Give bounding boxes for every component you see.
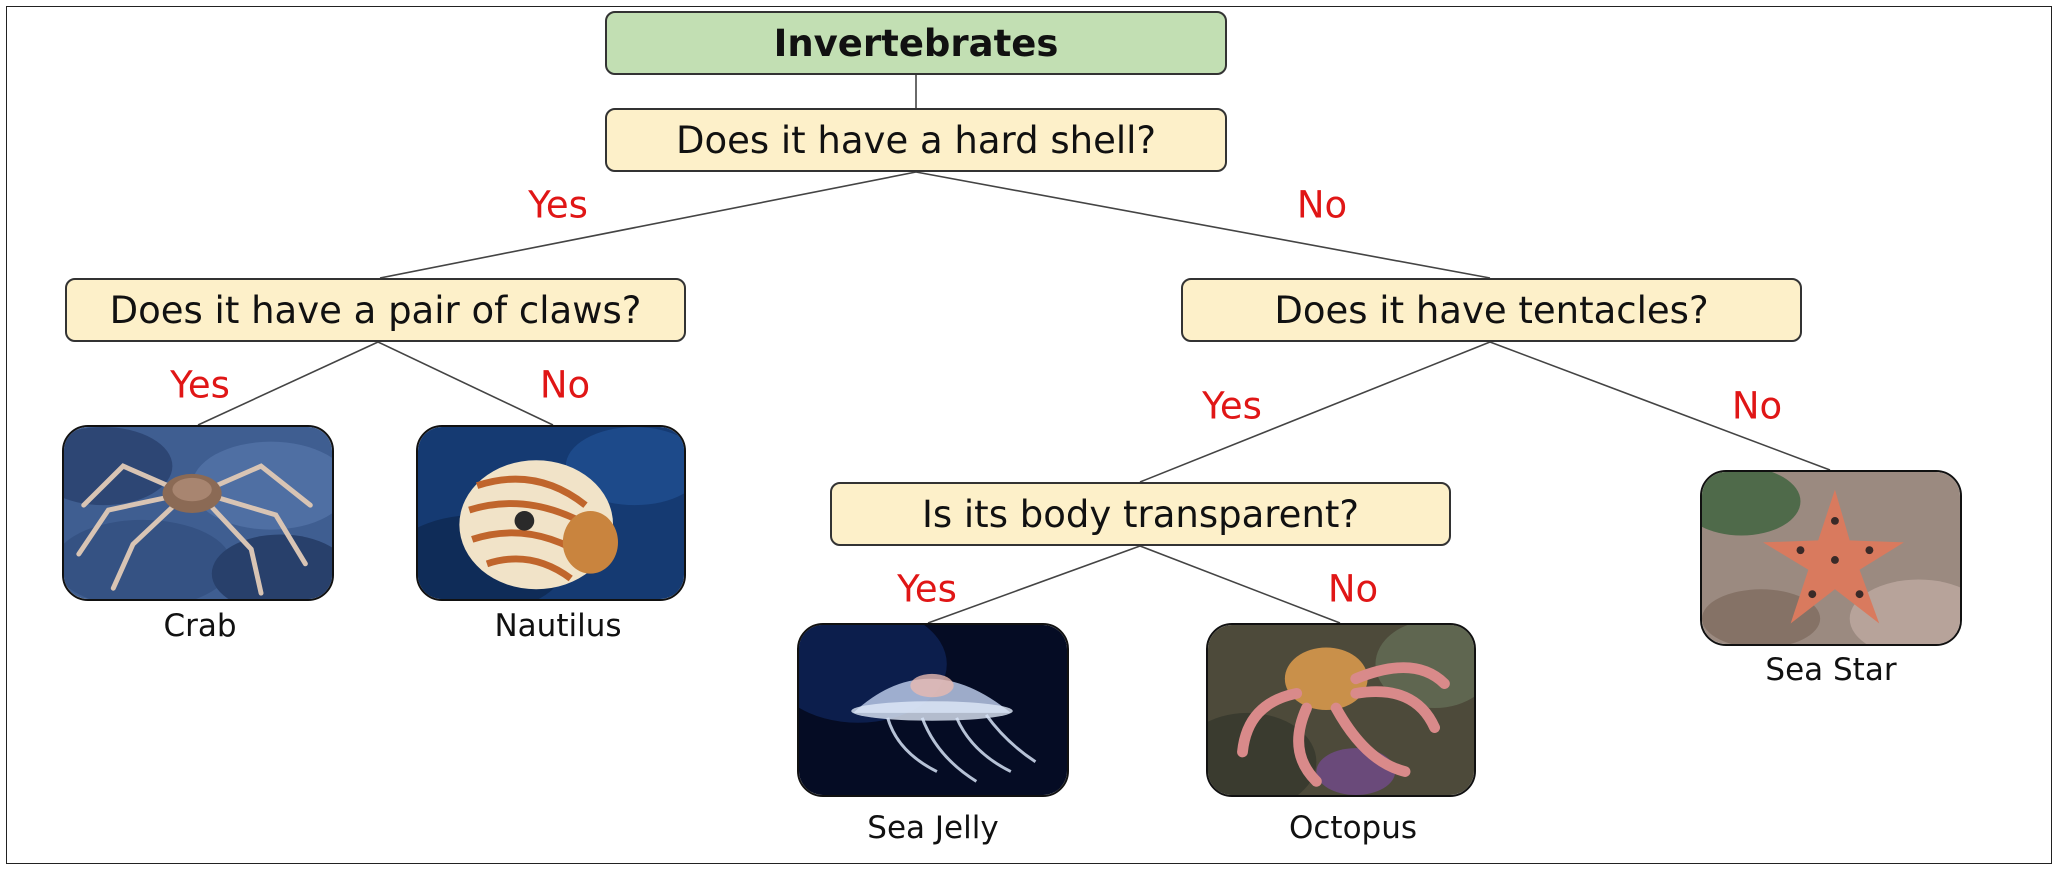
edge-label-shell-no: No bbox=[1297, 184, 1347, 227]
leaf-label-sea-jelly: Sea Jelly bbox=[867, 810, 998, 846]
edge-label-tentacles-yes: Yes bbox=[1202, 385, 1262, 428]
question-pair-of-claws: Does it have a pair of claws? bbox=[65, 278, 686, 342]
edge-label-claws-no: No bbox=[540, 364, 590, 407]
edge-label-transparent-no: No bbox=[1328, 568, 1378, 611]
connector-claws-nautilus bbox=[378, 342, 553, 425]
edge-label-transparent-yes: Yes bbox=[897, 568, 957, 611]
question-body-transparent: Is its body transparent? bbox=[830, 482, 1451, 546]
connector-tentacles-transparent bbox=[1140, 342, 1490, 482]
edge-label-shell-yes: Yes bbox=[528, 184, 588, 227]
question-tentacles: Does it have tentacles? bbox=[1181, 278, 1802, 342]
edge-label-tentacles-no: No bbox=[1732, 385, 1782, 428]
leaf-label-crab: Crab bbox=[163, 608, 236, 644]
connector-shell-claws bbox=[380, 172, 916, 278]
leaf-label-sea-star: Sea Star bbox=[1765, 652, 1896, 688]
sea-star-photo bbox=[1700, 470, 1962, 646]
connector-transparent-seajelly bbox=[928, 546, 1140, 623]
sea-jelly-photo bbox=[797, 623, 1069, 797]
crab-photo bbox=[62, 425, 334, 601]
leaf-label-octopus: Octopus bbox=[1289, 810, 1417, 846]
octopus-photo bbox=[1206, 623, 1476, 797]
connector-transparent-octopus bbox=[1140, 546, 1340, 623]
question-hard-shell: Does it have a hard shell? bbox=[605, 108, 1227, 172]
edge-label-claws-yes: Yes bbox=[170, 364, 230, 407]
leaf-label-nautilus: Nautilus bbox=[494, 608, 621, 644]
nautilus-photo bbox=[416, 425, 686, 601]
connector-shell-tentacles bbox=[916, 172, 1490, 278]
root-node: Invertebrates bbox=[605, 11, 1227, 75]
